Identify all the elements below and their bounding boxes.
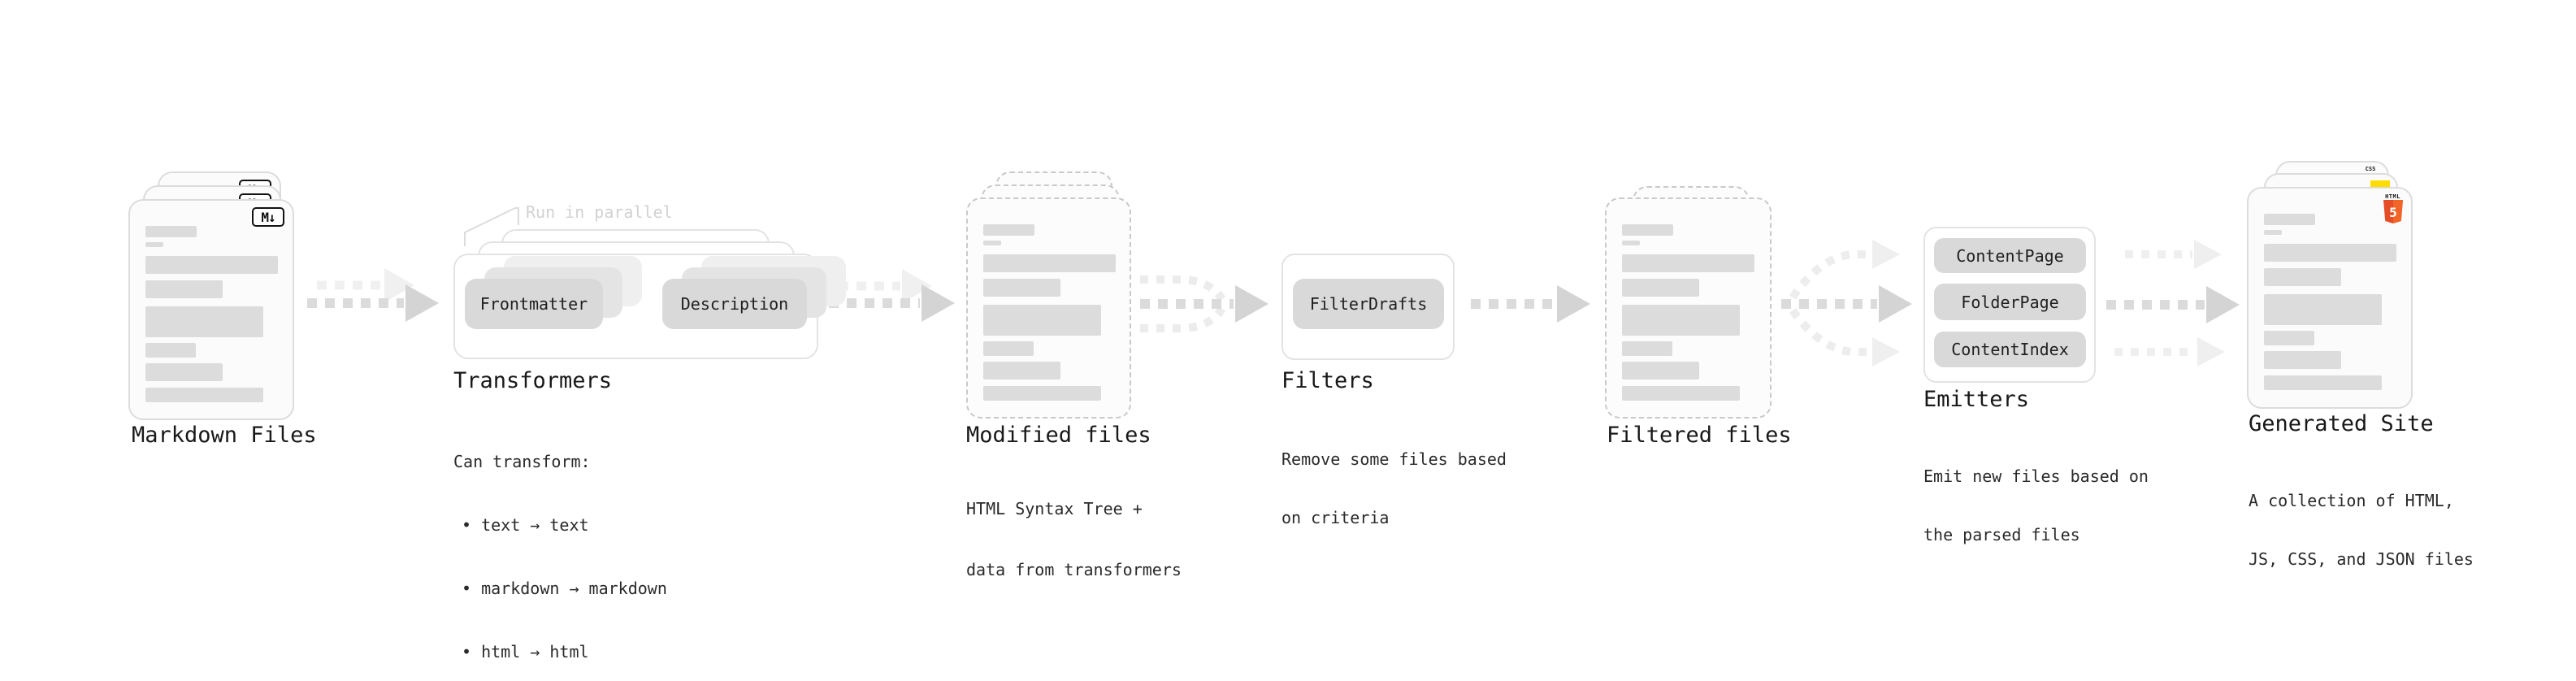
text-line-placeholder bbox=[145, 242, 163, 247]
modified-files-label: Modified files bbox=[966, 423, 1151, 448]
text-line-placeholder bbox=[145, 280, 223, 298]
html-file-sheet: HTML 5 bbox=[2247, 187, 2413, 409]
arrow-emitters-to-generated bbox=[2106, 240, 2240, 367]
text-line-placeholder bbox=[1622, 362, 1699, 380]
html5-number: 5 bbox=[2389, 205, 2397, 220]
text-line-placeholder bbox=[145, 226, 197, 237]
text-line-placeholder bbox=[2264, 214, 2315, 225]
description-line: Emit new files based on bbox=[1923, 466, 2149, 486]
description-line: JS, CSS, and JSON files bbox=[2249, 549, 2474, 569]
text-line-placeholder bbox=[1622, 386, 1740, 401]
text-line-placeholder bbox=[2264, 294, 2382, 325]
arrow-filtered-to-emitters bbox=[1781, 240, 1912, 367]
text-line-placeholder bbox=[145, 388, 263, 402]
filters-label: Filters bbox=[1281, 368, 1374, 393]
filterdrafts-pill: FilterDrafts bbox=[1293, 279, 1444, 329]
transform-bullet: • text → text bbox=[462, 515, 589, 535]
text-line-placeholder bbox=[983, 224, 1034, 236]
arrow-filters-to-filtered bbox=[1471, 285, 1590, 323]
markdown-files-label: Markdown Files bbox=[132, 423, 317, 448]
text-line-placeholder bbox=[1622, 341, 1672, 356]
transform-bullet: • html → html bbox=[462, 642, 589, 661]
description-line: the parsed files bbox=[1923, 525, 2080, 544]
transformers-description: Can transform: • text → text • markdown … bbox=[453, 409, 667, 681]
text-line-placeholder bbox=[2264, 351, 2341, 369]
modified-files-description: HTML Syntax Tree + data from transformer… bbox=[966, 458, 1182, 621]
contentpage-pill: ContentPage bbox=[1934, 238, 2086, 273]
text-line-placeholder bbox=[2264, 331, 2314, 345]
description-pill: Description bbox=[662, 279, 807, 329]
text-line-placeholder bbox=[145, 363, 223, 381]
folderpage-pill: FolderPage bbox=[1934, 284, 2086, 320]
markdown-icon: M↓ bbox=[252, 207, 284, 227]
generated-site-label: Generated Site bbox=[2249, 411, 2434, 436]
text-line-placeholder bbox=[1622, 241, 1640, 245]
description-line: A collection of HTML, bbox=[2249, 491, 2454, 510]
frontmatter-pill: Frontmatter bbox=[465, 279, 603, 329]
transformers-label: Transformers bbox=[453, 368, 613, 393]
run-in-parallel-annotation: Run in parallel bbox=[526, 202, 673, 222]
text-line-placeholder bbox=[1622, 254, 1754, 272]
text-line-placeholder bbox=[983, 341, 1034, 356]
text-line-placeholder bbox=[1622, 279, 1699, 297]
text-line-placeholder bbox=[983, 241, 1001, 245]
description-line: on criteria bbox=[1281, 508, 1390, 527]
transform-bullet: • markdown → markdown bbox=[462, 579, 667, 598]
emitters-label: Emitters bbox=[1923, 387, 2030, 412]
html5-icon: HTML 5 bbox=[2382, 193, 2404, 223]
text-line-placeholder bbox=[983, 279, 1060, 297]
text-line-placeholder bbox=[145, 343, 196, 358]
text-line-placeholder bbox=[983, 305, 1101, 336]
text-line-placeholder bbox=[145, 256, 278, 274]
filters-description: Remove some files based on criteria bbox=[1281, 410, 1507, 566]
description-line: Remove some files based bbox=[1281, 449, 1507, 469]
filtered-files-label: Filtered files bbox=[1607, 423, 1792, 448]
contentindex-pill: ContentIndex bbox=[1934, 332, 2086, 367]
text-line-placeholder bbox=[2264, 268, 2341, 286]
emitters-description: Emit new files based on the parsed files bbox=[1923, 427, 2149, 583]
text-line-placeholder bbox=[983, 362, 1060, 380]
text-line-placeholder bbox=[145, 306, 263, 337]
text-line-placeholder bbox=[1622, 305, 1740, 336]
arrow-transformers-to-modified bbox=[829, 269, 955, 322]
description-line: HTML Syntax Tree + bbox=[966, 499, 1143, 518]
text-line-placeholder bbox=[983, 254, 1116, 272]
can-transform-line: Can transform: bbox=[453, 452, 591, 471]
text-line-placeholder bbox=[2264, 244, 2396, 262]
text-line-placeholder bbox=[2264, 375, 2382, 390]
generated-site-description: A collection of HTML, JS, CSS, and JSON … bbox=[2249, 452, 2474, 608]
modified-sheet-front bbox=[966, 197, 1131, 419]
text-line-placeholder bbox=[2264, 230, 2282, 235]
arrow-modified-to-filters bbox=[1140, 275, 1268, 332]
text-line-placeholder bbox=[1622, 224, 1673, 236]
filtered-sheet-front bbox=[1605, 197, 1772, 419]
text-line-placeholder bbox=[983, 386, 1101, 401]
description-line: data from transformers bbox=[966, 560, 1182, 579]
markdown-sheet-front: M↓ bbox=[128, 199, 294, 420]
arrow-markdown-to-transformers bbox=[307, 268, 439, 322]
